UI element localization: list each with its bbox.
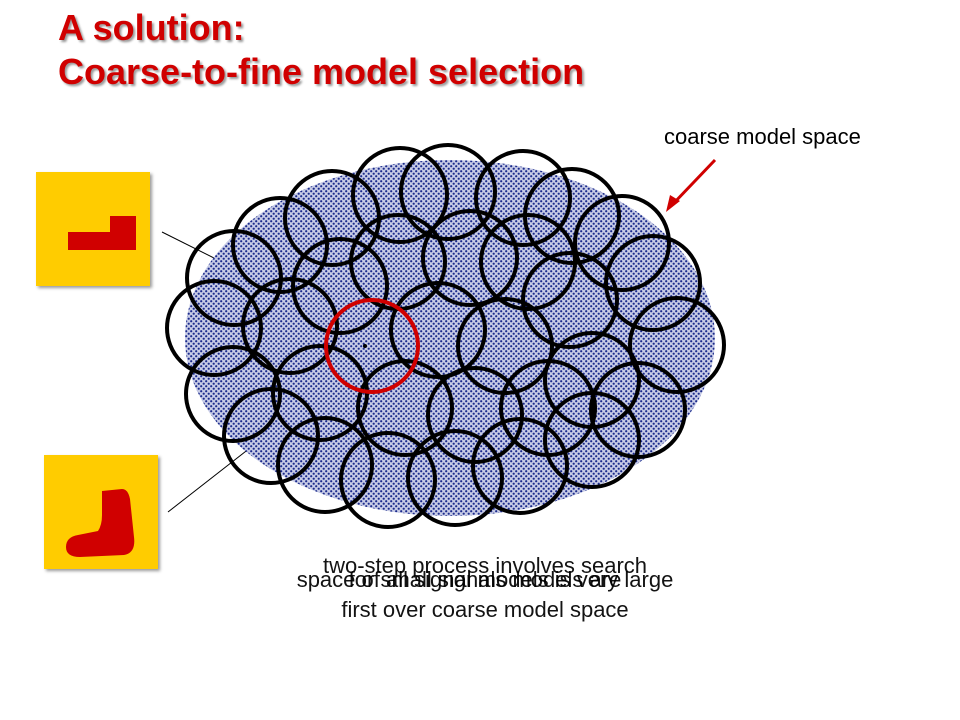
coarse-circle: [474, 149, 572, 247]
coarse-circle: [479, 213, 577, 311]
coarse-circle: [184, 345, 282, 443]
caption-model-space: space of all signal models is very large: [296, 567, 674, 592]
coarse-circle: [356, 359, 454, 457]
slide-title: A solution: Coarse-to-fine model selecti…: [58, 6, 584, 94]
caption-small-signals: for small signals models are: [348, 567, 622, 592]
connector-line-bottom: [167, 447, 251, 513]
coarse-circle: [406, 429, 504, 527]
coarse-circle: [543, 331, 641, 429]
coarse-circle: [291, 237, 389, 335]
coarse-circle: [165, 279, 263, 377]
selected-model-point: [363, 344, 367, 348]
selected-model-circle: [324, 298, 420, 394]
coarse-circle: [471, 417, 569, 515]
coarse-model-circles: [165, 143, 726, 529]
coarse-circle: [399, 143, 497, 241]
l-shape-icon: [68, 216, 136, 250]
coarse-circle: [543, 391, 641, 489]
coarse-circle: [276, 416, 374, 514]
coarse-circle: [241, 277, 339, 375]
caption-two-step: two-step process involves search first o…: [322, 553, 648, 622]
boot-shape-thumbnail: [44, 455, 158, 569]
l-shape-thumbnail: [36, 172, 150, 286]
coarse-model-space-label: coarse model space: [664, 124, 861, 149]
coarse-circle: [573, 194, 671, 292]
coarse-circle: [351, 146, 449, 244]
coarse-circle: [589, 361, 687, 459]
coarse-circle: [222, 387, 320, 485]
coarse-circle: [521, 251, 619, 349]
coarse-circle: [339, 431, 437, 529]
title-line-2: Coarse-to-fine model selection: [58, 51, 585, 92]
coarse-circle: [421, 209, 519, 307]
title-line-1: A solution:: [58, 7, 245, 48]
arrowhead-icon: [666, 195, 680, 212]
coarse-circle: [628, 296, 726, 394]
coarse-circle: [604, 234, 702, 332]
coarse-space-arrow: [670, 158, 717, 207]
boot-shape-icon: [66, 489, 135, 557]
